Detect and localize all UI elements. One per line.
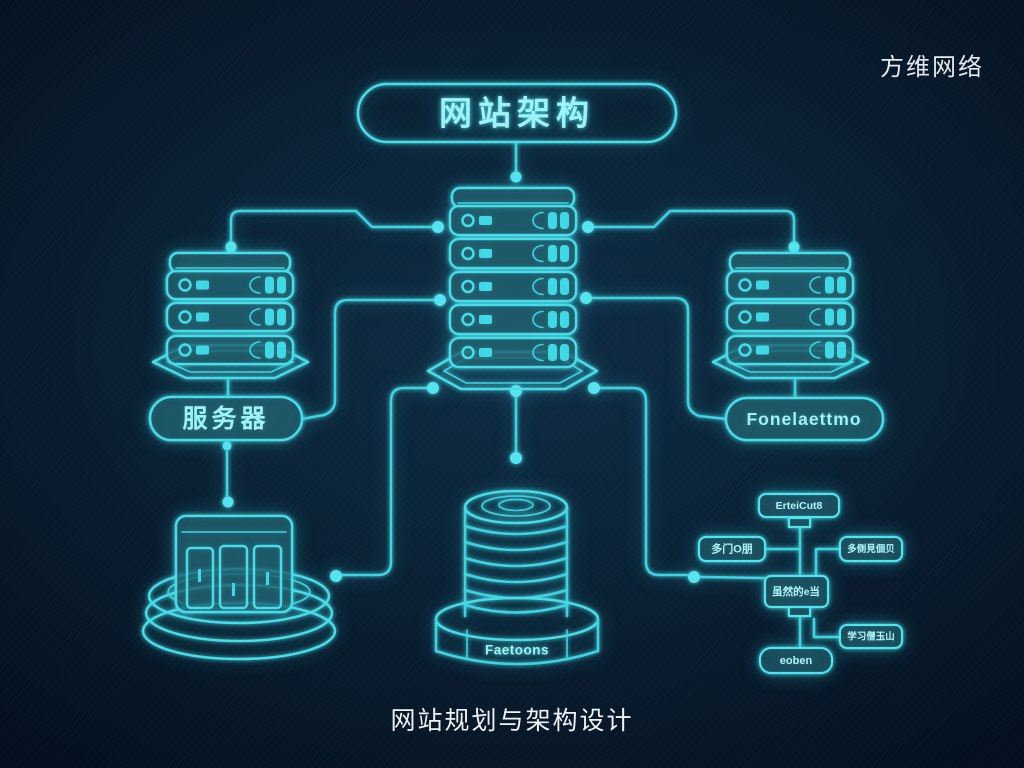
flowchart-box-bottom: eoben [758,646,834,675]
server-unit [448,303,578,336]
flowchart-box-right-label: 多侧見個贝 [847,543,895,555]
server-unit [725,334,855,366]
connection-dot [580,292,592,304]
connection-dot [510,452,522,464]
right-server-label: Fonelaettmo [746,409,861,429]
connection-dot [222,441,232,451]
flowchart-box-bottom-right: 学习僧玉山 [838,623,904,650]
server-unit [448,204,578,237]
connection-dot [222,496,234,508]
storage-cabinet [141,514,337,661]
caption-text: 网站规划与架构设计 [390,707,634,735]
flowchart-box-bottom-label: eoben [780,655,813,667]
flowchart-box-left-label: 多门O朋 [711,542,753,556]
connection-dot [588,382,600,394]
connection-dots [222,171,800,583]
title-text: 网站架构 [439,95,595,132]
server-unit [165,269,295,301]
flowchart-box-left: 多门O朋 [697,535,767,563]
database-cylinder: Faetoons [434,489,600,666]
connection-dot [510,171,522,183]
flowchart-box-center: 虽然的e当 [763,574,830,609]
flowchart-box-center-label: 虽然的e当 [772,585,820,598]
brand-text: 方维网络 [880,54,984,81]
neon-layer: 网站架构 [141,82,904,675]
right-server-label-pill: Fonelaettmo [724,396,885,442]
title-node: 网站架构 [356,82,678,144]
flowchart-box-right: 多侧見個贝 [838,535,904,563]
connection-dot [688,571,700,583]
connection-dot [788,241,800,253]
left-server-stack: 服务器 [148,251,310,442]
connector-lines [225,140,797,580]
server-unit [448,237,578,270]
flowchart-box-top-label: ErteiCut8 [776,500,823,512]
flowchart-box-bottom-right-label: 学习僧玉山 [847,631,895,643]
left-server-label-pill: 服务器 [148,395,304,442]
server-unit [165,334,295,366]
server-unit [725,301,855,333]
connection-dot [225,241,237,253]
server-unit [165,301,295,333]
right-server-stack: Fonelaettmo [711,251,885,442]
connection-dot [582,221,594,233]
connection-dot [434,294,446,306]
connection-dot [510,385,522,397]
central-server-stack [426,186,599,391]
connection-dot [330,570,342,582]
server-unit [448,336,578,369]
database-label: Faetoons [485,643,549,658]
left-server-label: 服务器 [182,405,269,433]
flowchart-box-top: ErteiCut8 [757,492,841,519]
server-unit [725,269,855,301]
server-unit [448,270,578,303]
connection-dot [432,221,444,233]
flowchart: ErteiCut8 多门O朋 多侧見個贝 虽然的e当 学习僧玉山 eoben [697,492,904,675]
connection-dot [427,382,439,394]
